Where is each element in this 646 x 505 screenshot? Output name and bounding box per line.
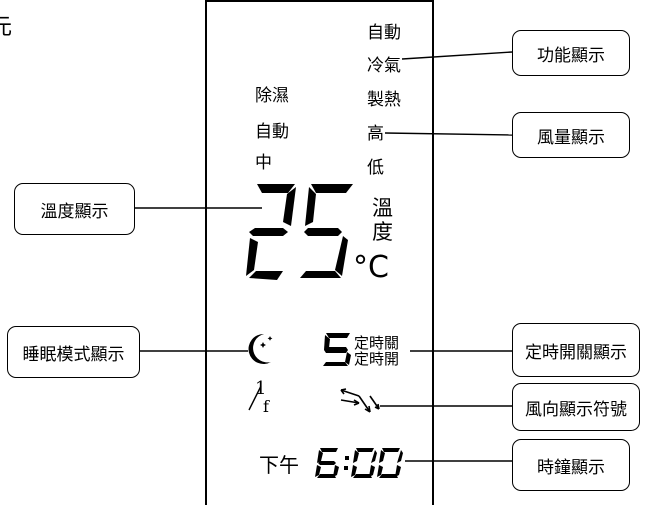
clock-digits bbox=[315, 448, 403, 478]
timer-off-label: 定時關 bbox=[354, 334, 400, 352]
clock-minutes-value: 00 bbox=[0, 0, 1, 1]
fraction-denominator: f bbox=[263, 397, 269, 416]
timer-digit bbox=[323, 333, 351, 366]
timer-on-label: 定時開 bbox=[354, 350, 400, 368]
temperature-digits bbox=[246, 184, 353, 280]
temperature-label-2: 度 bbox=[372, 220, 393, 244]
callout-wind-direction-symbol: 風向顯示符號 bbox=[512, 383, 640, 431]
temperature-unit: °C bbox=[353, 250, 389, 285]
fraction-numerator: 1 bbox=[255, 378, 267, 399]
callout-fan-speed-display: 風量顯示 bbox=[512, 112, 630, 158]
mode-function-cool: 冷氣 bbox=[367, 56, 401, 76]
callout-clock-display: 時鐘顯示 bbox=[512, 439, 630, 491]
fan-high: 高 bbox=[367, 124, 384, 144]
callout-temperature-display: 溫度顯示 bbox=[14, 183, 135, 235]
callout-sleep-mode-display: 睡眠模式顯示 bbox=[7, 326, 140, 378]
fan-low: 低 bbox=[367, 158, 384, 178]
callout-function-display: 功能顯示 bbox=[512, 30, 630, 76]
afternoon-label: 下午 bbox=[259, 453, 299, 477]
temperature-label-1: 溫 bbox=[372, 196, 393, 220]
fan-medium: 中 bbox=[255, 153, 272, 173]
wind-direction-icon bbox=[340, 388, 380, 413]
mode-function-heat: 製熱 bbox=[367, 90, 401, 110]
fan-auto: 自動 bbox=[255, 122, 289, 142]
mode-dehumidify: 除濕 bbox=[255, 86, 289, 106]
display-panel bbox=[205, 0, 434, 505]
corner-fragment: 元 bbox=[0, 15, 13, 40]
mode-function-auto: 自動 bbox=[367, 23, 401, 43]
fraction-slash bbox=[248, 385, 262, 411]
moon-stars-icon bbox=[248, 333, 273, 364]
callout-timer-display: 定時開關顯示 bbox=[512, 323, 640, 377]
